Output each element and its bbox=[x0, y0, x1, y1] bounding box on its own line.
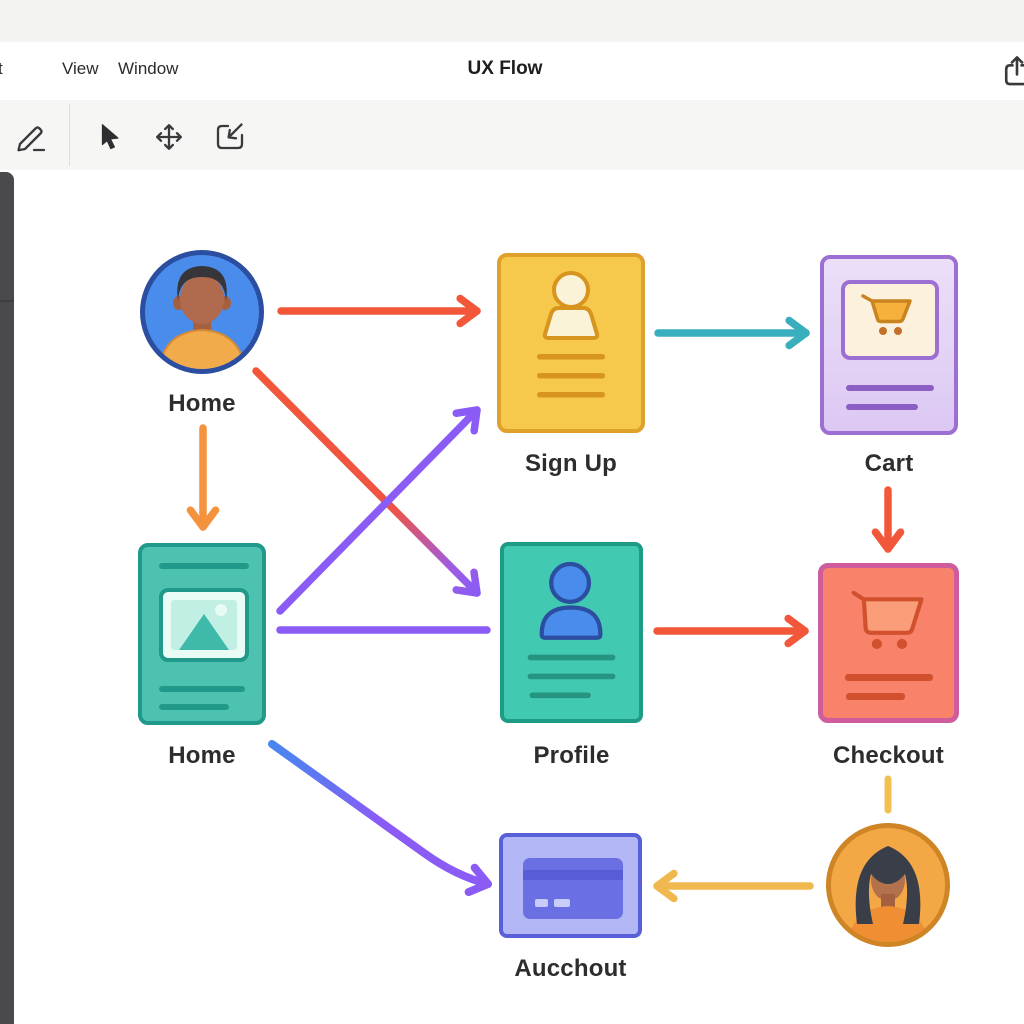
node-cart[interactable] bbox=[820, 255, 958, 435]
node-home-page[interactable] bbox=[138, 543, 266, 725]
user-card-icon bbox=[537, 271, 605, 398]
toolbar-divider bbox=[69, 104, 70, 166]
menu-bar: t View Window UX Flow bbox=[0, 42, 1024, 101]
text-line bbox=[846, 385, 934, 391]
menu-item-partial[interactable]: t bbox=[0, 59, 3, 79]
cursor-icon bbox=[101, 124, 119, 150]
node-label: Aucchout bbox=[514, 955, 627, 982]
select-tool-button[interactable] bbox=[92, 118, 130, 156]
text-line bbox=[845, 674, 933, 681]
node-label: Profile bbox=[533, 742, 610, 769]
shopping-cart-icon bbox=[861, 294, 912, 335]
node-sign-up[interactable] bbox=[497, 253, 645, 433]
pen-icon bbox=[17, 126, 46, 152]
text-line bbox=[159, 686, 245, 692]
toolbar bbox=[0, 100, 1024, 170]
move-icon bbox=[156, 124, 182, 150]
user-card-icon bbox=[527, 561, 616, 699]
text-line bbox=[159, 563, 249, 569]
desktop-strip bbox=[0, 0, 1024, 43]
node-checkout[interactable] bbox=[818, 563, 959, 723]
image-placeholder bbox=[159, 588, 249, 662]
menu-item-view[interactable]: View bbox=[62, 59, 99, 78]
collapsed-side-panel[interactable] bbox=[0, 172, 14, 1024]
pen-tool-button[interactable] bbox=[12, 118, 50, 156]
node-label: Sign Up bbox=[524, 450, 618, 477]
female-avatar-icon bbox=[847, 846, 929, 942]
cart-screen bbox=[841, 280, 939, 360]
node-label: Home bbox=[168, 390, 236, 417]
export-icon bbox=[216, 123, 244, 150]
image-icon bbox=[179, 604, 229, 650]
side-panel-seam bbox=[0, 300, 14, 302]
export-tool-button[interactable] bbox=[211, 118, 249, 156]
node-aucchout[interactable] bbox=[499, 833, 642, 938]
node-label: Home bbox=[168, 742, 236, 769]
node-profile[interactable] bbox=[500, 542, 643, 723]
text-line bbox=[846, 404, 918, 410]
share-icon[interactable] bbox=[1001, 54, 1024, 88]
move-tool-button[interactable] bbox=[150, 118, 188, 156]
credit-card-icon bbox=[523, 858, 623, 919]
node-label: Cart bbox=[864, 450, 914, 477]
node-home-avatar[interactable] bbox=[140, 250, 264, 374]
node-customer-avatar[interactable] bbox=[826, 823, 950, 947]
node-label: Checkout bbox=[833, 742, 944, 769]
text-line bbox=[159, 704, 229, 710]
menu-item-window[interactable]: Window bbox=[118, 59, 179, 78]
male-avatar-icon bbox=[158, 266, 246, 369]
document-title: UX Flow bbox=[467, 58, 543, 79]
shopping-cart-icon bbox=[851, 590, 924, 650]
text-line bbox=[846, 693, 905, 700]
